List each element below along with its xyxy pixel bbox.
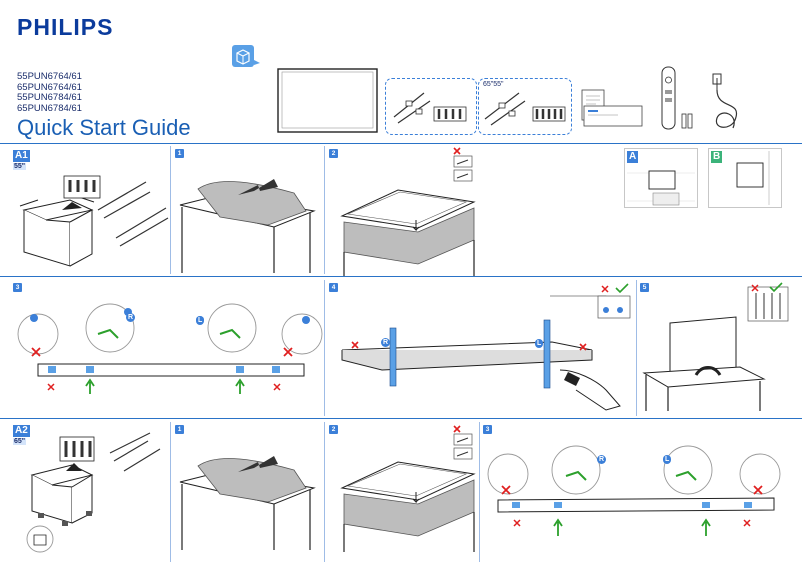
manual-documents-icon [581, 89, 643, 127]
tv-upright-illustration [642, 282, 789, 411]
table-cover-illustration [179, 456, 316, 550]
remote-control-icon [661, 66, 693, 130]
option-panel-a: A [624, 148, 698, 208]
wrong-method-icon [453, 425, 473, 460]
step-badge: 4 [329, 283, 338, 292]
brand-logo: PHILIPS [17, 14, 114, 40]
step-badge: 1 [175, 149, 184, 158]
box-contents-icon [232, 45, 260, 67]
wrong-method-icon [453, 147, 473, 182]
model-number: 65PUN6784/61 [17, 102, 82, 114]
option-panel-b: B [708, 148, 782, 208]
step-badge: 1 [175, 425, 184, 434]
power-cord-icon [712, 73, 738, 129]
tv-facedown-illustration [340, 461, 476, 552]
column-divider [324, 146, 325, 274]
column-divider [324, 280, 325, 416]
step-badge: 2 [329, 425, 338, 434]
column-divider [170, 422, 171, 562]
unboxing-65-illustration [26, 432, 161, 553]
column-divider [324, 422, 325, 562]
stand-feet-icon [393, 92, 467, 124]
step-badge: 2 [329, 149, 338, 158]
callout-left: L [535, 339, 544, 348]
model-number: 65PUN6764/61 [17, 81, 82, 93]
column-divider [636, 280, 637, 416]
step-badge: 3 [483, 425, 492, 434]
foot-position-55-illustration [17, 303, 323, 394]
unboxing-55-illustration [19, 175, 169, 267]
tabletop-stand-icon [627, 170, 695, 206]
column-divider [170, 146, 171, 274]
callout-right: R [597, 455, 607, 464]
attach-feet-55-illustration [341, 283, 631, 411]
callout-right: R [126, 313, 136, 322]
size-tag: 55" [13, 163, 27, 170]
section-tag-a2: A2 [13, 425, 30, 437]
page-title: Quick Start Guide [17, 115, 191, 140]
model-number: 55PUN6784/61 [17, 92, 82, 104]
model-list: 55PUN6764/61 65PUN6764/61 55PUN6784/61 6… [17, 71, 82, 114]
column-divider [479, 422, 480, 562]
size-label: 65"55" [483, 81, 504, 88]
step-badge: 3 [13, 283, 22, 292]
feet-box-55 [385, 78, 477, 135]
option-tag-a: A [627, 151, 639, 163]
wall-mount-icon [736, 151, 770, 205]
stand-feet-icon [484, 92, 566, 126]
foot-position-65-illustration [487, 445, 781, 536]
tv-panel-illustration [277, 68, 378, 133]
section-divider [0, 418, 802, 419]
section-divider [0, 276, 802, 277]
tv-facedown-illustration [340, 189, 476, 276]
section-tag-a1: A1 [13, 150, 30, 162]
section-divider [0, 143, 802, 144]
callout-right: R [381, 338, 391, 347]
callout-left: L [663, 455, 672, 464]
feet-box-65-55: 65"55" [478, 78, 572, 135]
step-badge: 5 [640, 283, 649, 292]
callout-left: L [196, 316, 205, 325]
model-number: 55PUN6764/61 [17, 71, 82, 82]
table-cover-illustration [179, 179, 316, 273]
option-tag-b: B [711, 151, 723, 163]
size-tag: 65" [13, 438, 27, 445]
